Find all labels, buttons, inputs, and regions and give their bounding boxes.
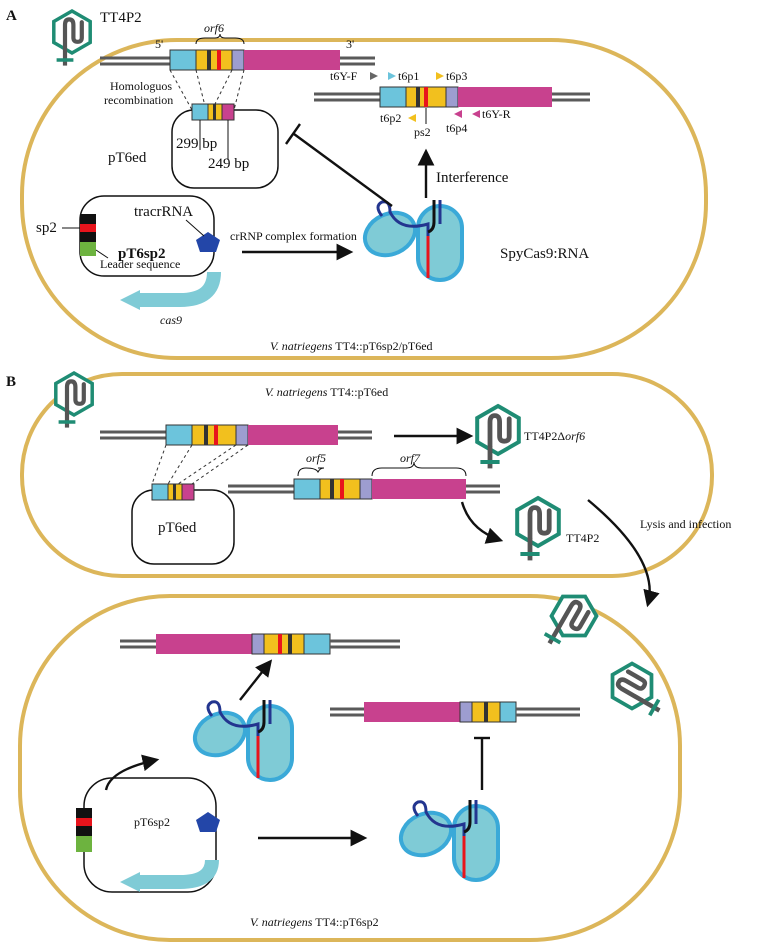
orf6-brace xyxy=(195,33,245,45)
t6p1-label: t6p1 xyxy=(398,69,419,83)
pt6sp2-label: pT6sp2 xyxy=(118,246,166,262)
sp2-label: sp2 xyxy=(36,220,57,236)
crrnp-label: crRNP complex formation xyxy=(230,229,357,243)
mutant-label: TT4P2Δorf6 xyxy=(524,429,585,443)
cas9-b-gene xyxy=(140,859,219,889)
orf5-label: orf5 xyxy=(306,451,326,465)
infecting-phage-2-icon xyxy=(603,658,673,721)
t6y-r-label: t6Y-R xyxy=(482,107,511,121)
cell-b-top xyxy=(20,372,714,578)
tracrrna-b-icon xyxy=(196,812,220,832)
strain-b-top-label: V. natriegens TT4::pT6ed xyxy=(265,385,388,399)
panel-a-label: A xyxy=(6,8,17,24)
wildtype-label: TT4P2 xyxy=(566,531,599,545)
pt6sp2-b-label: pT6sp2 xyxy=(134,815,170,829)
cas9-complex-b2 xyxy=(391,798,500,882)
mutant-phage-icon xyxy=(477,406,519,468)
pt6ed-b-label: pT6ed xyxy=(158,520,197,536)
wildtype-phage-icon xyxy=(517,498,559,560)
recombination-lines xyxy=(169,69,245,111)
lysis-label: Lysis and infection xyxy=(640,517,731,531)
orf6-label: orf6 xyxy=(204,21,224,35)
orf7-brace xyxy=(371,461,467,477)
orf7-label: orf7 xyxy=(400,451,421,465)
phage-b-icon xyxy=(56,373,92,428)
bp-249-label: 249 bp xyxy=(208,156,249,172)
cas9-gene xyxy=(140,271,221,307)
t6y-f-label: t6Y-F xyxy=(330,69,358,83)
t6p2-label: t6p2 xyxy=(380,111,401,125)
genome-target xyxy=(379,86,407,108)
strain-a-label: V. natriegens TT4::pT6sp2/pT6ed xyxy=(270,339,433,353)
tracrrna-icon xyxy=(196,232,220,252)
bp-299-label: 299 bp xyxy=(176,136,217,152)
ps2-label: ps2 xyxy=(414,125,431,139)
five-prime: 5' xyxy=(155,37,163,51)
tracrrna-label: tracrRNA xyxy=(134,204,193,220)
leader-label: Leader sequence xyxy=(100,257,180,271)
pt6ed-label: pT6ed xyxy=(108,150,147,166)
cas9-complex-a xyxy=(355,198,464,282)
three-prime: 3' xyxy=(346,37,354,51)
recombination-label: recombination xyxy=(104,93,173,107)
wildtype-arrow xyxy=(460,501,504,544)
interference-label: Interference xyxy=(436,170,509,186)
cas9-label: cas9 xyxy=(160,313,182,327)
lysis-arrow xyxy=(587,499,660,608)
panel-b-label: B xyxy=(6,374,16,390)
cas9-complex-b1 xyxy=(185,698,294,782)
gene-block xyxy=(169,49,197,71)
phage-icon xyxy=(54,11,90,66)
t6p4-label: t6p4 xyxy=(446,121,467,135)
cell-b-bottom xyxy=(18,594,682,942)
homologous-label: Homologuos xyxy=(110,79,172,93)
cell-a xyxy=(20,38,708,360)
inhibition-line xyxy=(293,133,393,207)
phage-a-label: TT4P2 xyxy=(100,10,142,26)
spycas9-label: SpyCas9:RNA xyxy=(500,246,589,262)
t6p3-label: t6p3 xyxy=(446,69,467,83)
strain-b-bottom-label: V. natriegens TT4::pT6sp2 xyxy=(250,915,379,929)
